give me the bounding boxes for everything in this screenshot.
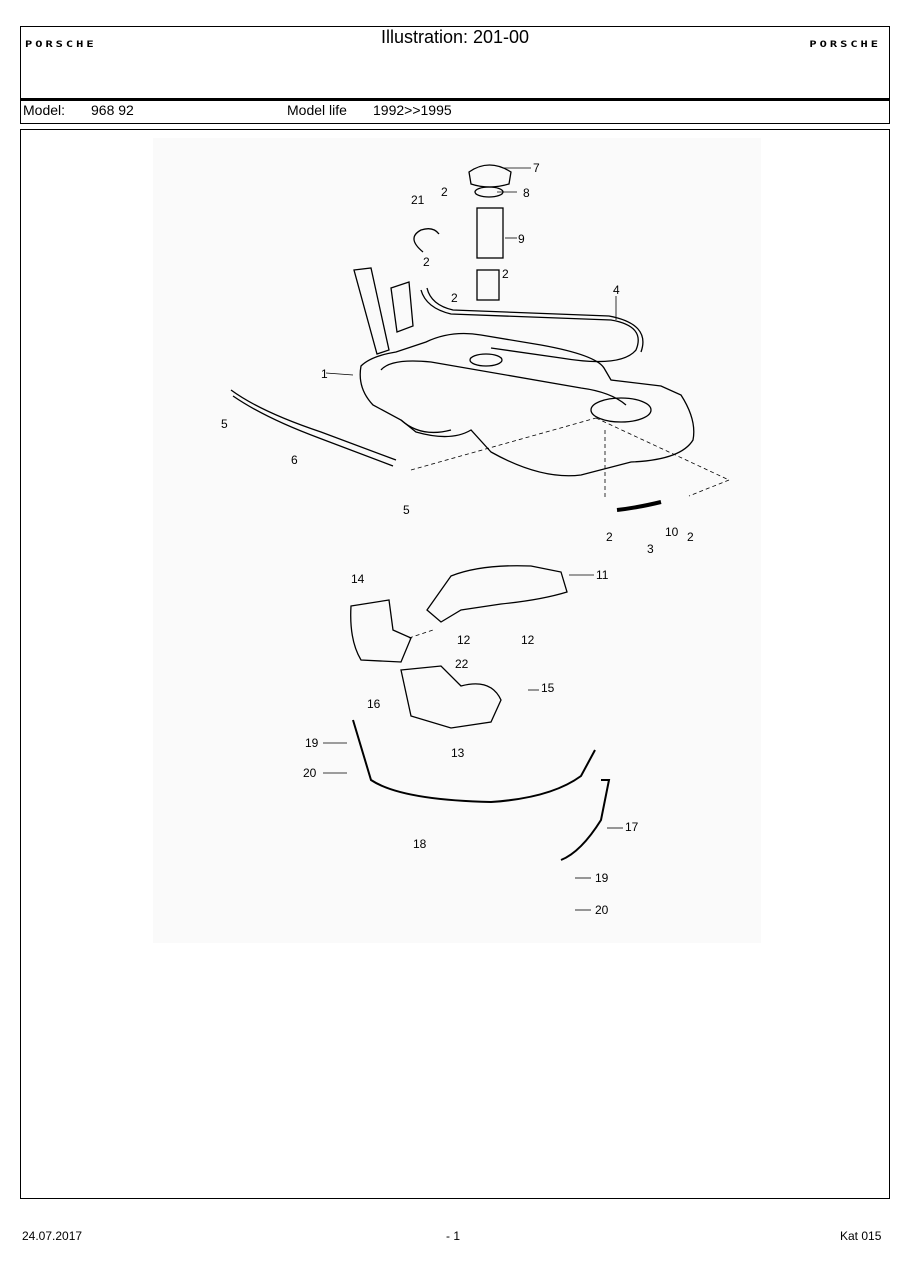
page-header: PORSCHE Illustration: 201-00 PORSCHE [20, 26, 890, 99]
callout-12: 12 [521, 633, 535, 647]
footer-date: 24.07.2017 [22, 1229, 83, 1243]
guard-13 [400, 665, 502, 729]
callout-6: 6 [291, 453, 298, 467]
diagram-frame: 1 2 2 2 2 2 2 3 4 5 5 6 7 8 9 10 11 12 1… [20, 129, 890, 1199]
callout-16: 16 [367, 697, 381, 711]
model-value: 968 92 [91, 102, 134, 118]
part-callouts: 1 2 2 2 2 2 2 3 4 5 5 6 7 8 9 10 11 12 1… [221, 161, 694, 917]
callout-13: 13 [451, 746, 465, 760]
callout-3: 3 [647, 542, 654, 556]
callout-21: 21 [411, 193, 425, 207]
callout-17: 17 [625, 820, 639, 834]
callout-18: 18 [413, 837, 427, 851]
leader-lines [323, 167, 623, 911]
model-life-value: 1992>>1995 [373, 102, 452, 118]
callout-5: 5 [221, 417, 228, 431]
tank-recess [590, 397, 652, 423]
callout-19: 19 [305, 736, 319, 750]
fuel-cap-7 [468, 164, 512, 188]
callout-2: 2 [423, 255, 430, 269]
hose-4-inner [426, 287, 644, 353]
hose-6 [230, 389, 397, 461]
assembly-lines [408, 417, 730, 639]
callout-12: 12 [457, 633, 471, 647]
callout-11: 11 [596, 568, 609, 582]
hose-4 [420, 289, 639, 363]
shield-14 [350, 599, 412, 663]
filler-neck [353, 267, 390, 355]
model-label: Model: [23, 102, 66, 118]
hose-21 [413, 228, 440, 253]
heat-shield-11 [426, 565, 568, 623]
callout-20: 20 [595, 903, 609, 917]
model-life-label: Model life [287, 102, 347, 118]
hose-3 [616, 500, 662, 512]
callout-10: 10 [665, 525, 679, 539]
callout-2: 2 [687, 530, 694, 544]
tank-lower-edge [400, 419, 452, 434]
footer-page-number: - 1 [446, 1229, 461, 1243]
callout-22: 22 [455, 657, 469, 671]
callout-14: 14 [351, 572, 365, 586]
callout-8: 8 [523, 186, 530, 200]
callout-20: 20 [303, 766, 317, 780]
hose-6-inner [232, 395, 394, 467]
strap-18 [352, 719, 596, 804]
illustration-title: Illustration: 201-00 [380, 27, 530, 47]
callout-9: 9 [518, 232, 525, 246]
callout-5: 5 [403, 503, 410, 517]
callout-2: 2 [451, 291, 458, 305]
fuel-tank [359, 332, 695, 477]
model-info-row: Model: 968 92 Model life 1992>>1995 [20, 98, 890, 124]
callout-2: 2 [502, 267, 509, 281]
sending-unit-lower [476, 269, 500, 301]
callout-19: 19 [595, 871, 609, 885]
brand-logo-right: PORSCHE [809, 39, 881, 49]
callout-15: 15 [541, 681, 555, 695]
diagram-background [153, 138, 761, 943]
callout-1: 1 [321, 367, 328, 381]
callout-2: 2 [606, 530, 613, 544]
exploded-parts-diagram: 1 2 2 2 2 2 2 3 4 5 5 6 7 8 9 10 11 12 1… [153, 138, 761, 943]
filler-neck-bracket [390, 281, 414, 333]
callout-2: 2 [441, 185, 448, 199]
footer-catalog: Kat 015 [840, 1229, 882, 1243]
sending-unit-9 [476, 207, 504, 259]
callout-7: 7 [533, 161, 540, 175]
brand-logo-left: PORSCHE [25, 39, 97, 49]
callout-4: 4 [613, 283, 620, 297]
tank-filler-opening [469, 353, 503, 367]
strap-17 [560, 779, 611, 861]
